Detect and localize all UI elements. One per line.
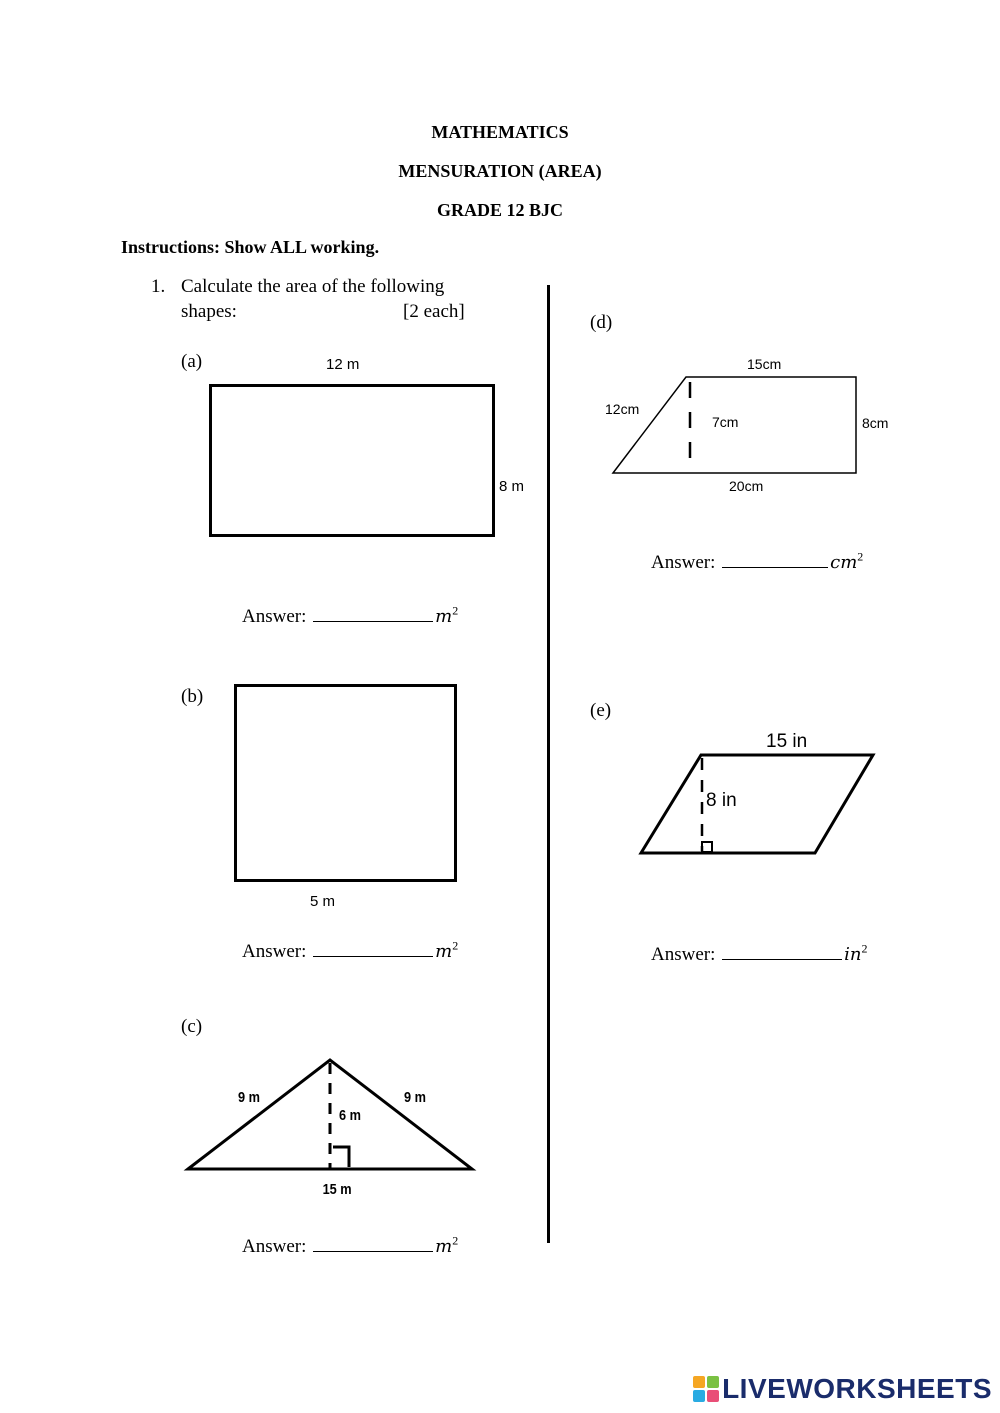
part-e-exp: 2 [861,941,868,956]
logo-square-1 [693,1376,706,1388]
brand-name: LIVEWORKSHEETS [722,1373,992,1404]
part-d-label: (d) [590,312,613,333]
part-b-answer-blank[interactable] [313,938,434,957]
rectangle-shape [209,384,495,537]
liveworksheets-icon [693,1376,720,1402]
right-angle-marker [701,841,713,853]
part-e-answer-blank[interactable] [722,941,843,960]
right-angle-marker [333,1145,351,1167]
answer-label: Answer: [242,606,307,627]
triangle-shape [183,1058,477,1171]
part-a-top-dim: 12 m [326,356,360,373]
part-b-unit: m [435,941,453,962]
part-a-label: (a) [181,351,203,372]
part-d-height-dim: 7cm [712,414,739,430]
part-c-answer-blank[interactable] [313,1233,434,1252]
question-line-1: Calculate the area of the following [181,276,445,297]
subject-title: MATHEMATICS [431,122,569,142]
logo-square-2 [707,1376,720,1388]
logo-square-3 [693,1390,706,1402]
part-e-top-dim: 15 in [766,731,808,752]
logo-square-4 [707,1390,720,1402]
square-shape [234,684,457,882]
part-c-right-dim: 9 m [403,1089,426,1106]
part-d-exp: 2 [857,549,864,564]
answer-label: Answer: [242,941,307,962]
part-e-height-dim: 8 in [706,790,737,811]
part-d-right-dim: 8cm [862,415,889,431]
part-a-unit: m [435,606,453,627]
part-c-base-dim: 15 m [322,1181,352,1198]
liveworksheets-logo: LIVEWORKSHEETS [693,1373,992,1405]
part-d-slant-dim: 12cm [605,401,640,417]
answer-label: Answer: [242,1236,307,1257]
part-d-bottom-dim: 20cm [729,478,764,494]
part-c-answer: Answer: m2 [242,1233,458,1258]
question-line-2: shapes: [181,301,237,322]
instructions: Instructions: Show ALL working. [121,237,380,257]
part-d-unit: cm [830,552,858,573]
part-c-unit: m [435,1236,453,1257]
part-b-bottom-dim: 5 m [310,893,336,910]
part-d-answer: Answer: cm2 [651,549,863,574]
part-c-label: (c) [181,1016,203,1037]
part-e-answer: Answer: in2 [651,941,868,966]
part-a-answer: Answer: m2 [242,603,458,628]
parallelogram-shape [638,753,876,855]
part-d-answer-blank[interactable] [722,549,829,568]
trapezium-shape [611,376,857,474]
grade-title: GRADE 12 BJC [436,200,563,220]
question-number: 1. [151,276,166,297]
answer-label: Answer: [651,552,716,573]
part-e-label: (e) [590,700,612,721]
part-c-height-dim: 6 m [338,1107,361,1124]
part-d-top-dim: 15cm [747,356,782,372]
part-b-exp: 2 [452,938,459,953]
answer-label: Answer: [651,944,716,965]
part-a-answer-blank[interactable] [313,603,434,622]
part-b-label: (b) [181,686,204,707]
part-a-side-dim: 8 m [499,478,525,495]
column-divider [547,285,550,1243]
part-a-exp: 2 [452,603,459,618]
part-c-left-dim: 9 m [237,1089,260,1106]
part-b-answer: Answer: m2 [242,938,458,963]
part-c-exp: 2 [452,1233,459,1248]
topic-title: MENSURATION (AREA) [398,161,602,181]
question-marks: [2 each] [403,301,465,322]
part-e-unit: in [844,944,862,965]
